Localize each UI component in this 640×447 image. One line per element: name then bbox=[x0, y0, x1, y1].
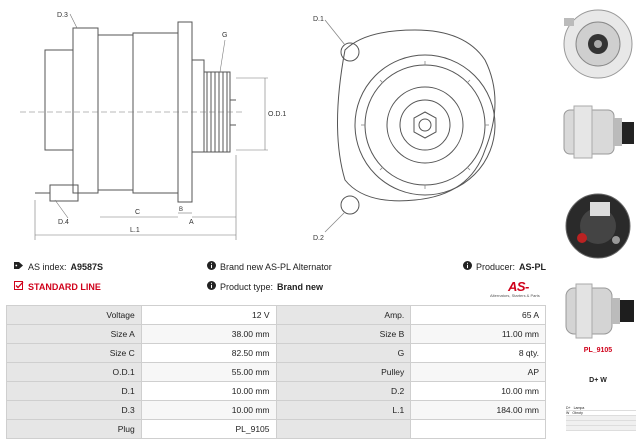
label-d4: D.4 bbox=[58, 219, 69, 226]
as-index-label: AS index: bbox=[28, 261, 67, 272]
spec-value: 55.00 mm bbox=[140, 362, 277, 382]
spec-value: AP bbox=[410, 362, 546, 382]
product-type-label: Product type: bbox=[220, 281, 274, 292]
as-index-value: A9587S bbox=[70, 261, 104, 272]
spec-value bbox=[410, 419, 546, 439]
technical-drawings: D.3 G O.D.1 D.4 C B A L.1 D.1 bbox=[0, 0, 555, 250]
product-type-value: Brand new bbox=[277, 281, 324, 292]
legend-code: D+ bbox=[566, 406, 571, 410]
plug-terminals-label: D+ W bbox=[589, 377, 607, 384]
side-view-drawing: D.3 G O.D.1 D.4 C B A L.1 bbox=[20, 12, 286, 240]
spec-value: 12 V bbox=[140, 305, 277, 325]
legend-blank-row bbox=[566, 416, 636, 421]
tag-icon bbox=[14, 261, 24, 272]
brand-logo: AS- Alternators, Starters & Parts bbox=[490, 279, 550, 301]
spec-key: D.1 bbox=[6, 381, 142, 401]
spec-key: L.1 bbox=[275, 400, 412, 420]
legend-name: Obroty bbox=[572, 411, 583, 415]
spec-key: Size A bbox=[6, 324, 142, 344]
spec-value: 8 qty. bbox=[410, 343, 546, 363]
spec-key: Voltage bbox=[6, 305, 142, 325]
info-circle-icon bbox=[463, 261, 472, 272]
label-od1: O.D.1 bbox=[268, 111, 286, 118]
spec-key: Pulley bbox=[275, 362, 412, 382]
spec-value: 38.00 mm bbox=[140, 324, 277, 344]
spec-key: D.3 bbox=[6, 400, 142, 420]
producer-label: Producer: bbox=[476, 261, 516, 272]
front-view-drawing: D.1 D.2 bbox=[313, 16, 496, 242]
spec-value: 11.00 mm bbox=[410, 324, 546, 344]
thumbnail-side[interactable] bbox=[556, 88, 640, 172]
spec-value: 184.00 mm bbox=[410, 400, 546, 420]
spec-key: O.D.1 bbox=[6, 362, 142, 382]
info-circle-icon bbox=[207, 281, 216, 292]
as-index-row: AS index: A9587S bbox=[14, 261, 103, 272]
legend-name: Lampa bbox=[573, 406, 585, 410]
info-circle-icon bbox=[207, 261, 216, 272]
spec-key: G bbox=[275, 343, 412, 363]
label-d3: D.3 bbox=[57, 12, 68, 19]
label-a: A bbox=[189, 219, 194, 226]
legend-blank-row bbox=[566, 421, 636, 426]
spec-key: Size B bbox=[275, 324, 412, 344]
spec-value: PL_9105 bbox=[140, 419, 277, 439]
brand-logo-tagline: Alternators, Starters & Parts bbox=[490, 293, 540, 298]
producer-row: Producer: AS-PL bbox=[463, 261, 546, 272]
label-g: G bbox=[222, 32, 227, 39]
standard-line-row: STANDARD LINE bbox=[14, 281, 101, 292]
spec-key: D.2 bbox=[275, 381, 412, 401]
thumbnail-front[interactable] bbox=[556, 2, 640, 86]
label-d2: D.2 bbox=[313, 235, 324, 242]
spec-value: 10.00 mm bbox=[410, 381, 546, 401]
standard-line-text: STANDARD LINE bbox=[28, 281, 101, 292]
spec-key bbox=[275, 419, 412, 439]
spec-value: 10.00 mm bbox=[140, 381, 277, 401]
description-row: Brand new AS-PL Alternator bbox=[207, 261, 332, 272]
label-c: C bbox=[135, 209, 140, 216]
thumbnail-angle[interactable] bbox=[556, 268, 640, 352]
checkbox-icon bbox=[14, 281, 24, 292]
legend-row: D+ Lampa bbox=[566, 406, 636, 411]
legend-code: W bbox=[566, 411, 570, 415]
description-text: Brand new AS-PL Alternator bbox=[220, 261, 332, 272]
terminal-legend: D+ Lampa W Obroty bbox=[566, 406, 636, 431]
label-d1: D.1 bbox=[313, 16, 324, 23]
legend-blank-row bbox=[566, 426, 636, 431]
spec-value: 10.00 mm bbox=[140, 400, 277, 420]
product-type-row: Product type: Brand new bbox=[207, 281, 323, 292]
spec-value: 65 A bbox=[410, 305, 546, 325]
label-l1: L.1 bbox=[130, 227, 140, 234]
label-b: B bbox=[179, 207, 183, 213]
spec-key: Amp. bbox=[275, 305, 412, 325]
spec-value: 82.50 mm bbox=[140, 343, 277, 363]
brand-logo-mark: AS- bbox=[508, 279, 529, 294]
thumbnail-column bbox=[556, 0, 640, 447]
legend-row: W Obroty bbox=[566, 411, 636, 416]
spec-key: Size C bbox=[6, 343, 142, 363]
thumbnail-rear[interactable] bbox=[556, 182, 640, 266]
spec-key: Plug bbox=[6, 419, 142, 439]
plug-code-label: PL_9105 bbox=[583, 347, 613, 354]
producer-value: AS-PL bbox=[519, 261, 547, 272]
